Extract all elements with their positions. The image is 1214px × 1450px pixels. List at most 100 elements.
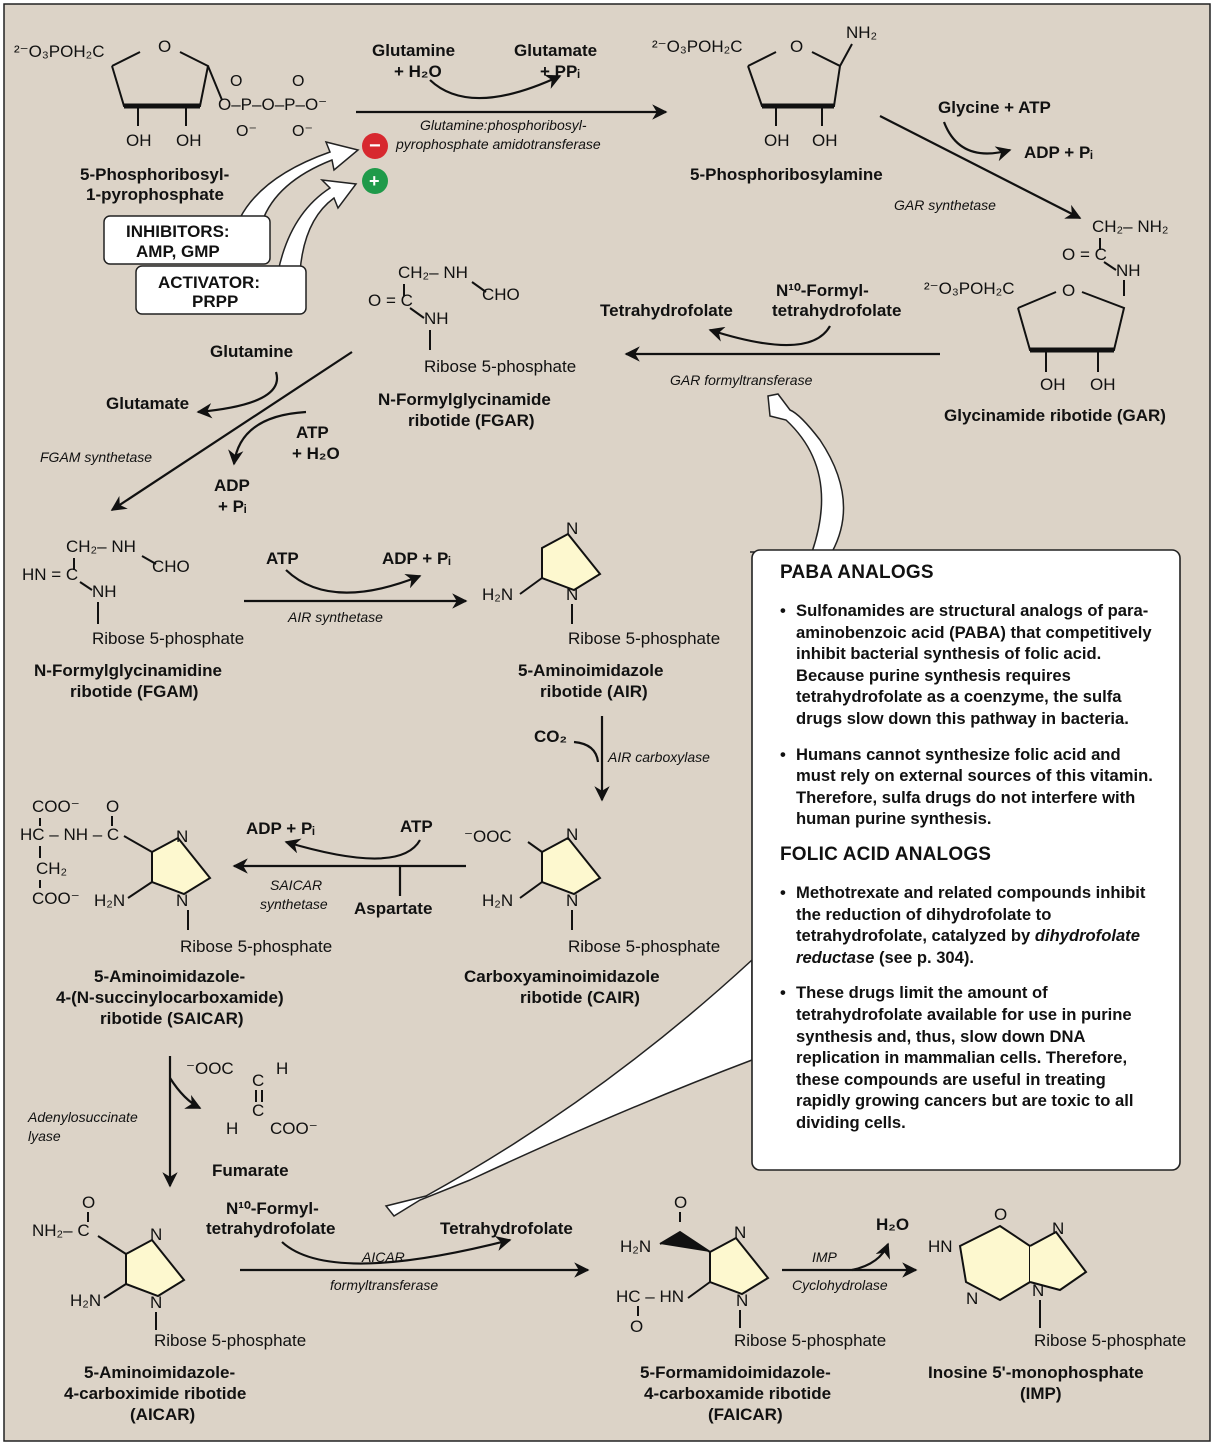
svg-text:formyltransferase: formyltransferase	[330, 1277, 438, 1293]
svg-text:N: N	[176, 891, 188, 910]
svg-text:1-pyrophosphate: 1-pyrophosphate	[86, 185, 224, 204]
svg-text:COO⁻: COO⁻	[32, 797, 80, 816]
svg-text:O⁻: O⁻	[236, 123, 257, 140]
svg-text:ribotide (AIR): ribotide (AIR)	[540, 682, 648, 701]
svg-text:N: N	[1052, 1219, 1064, 1238]
svg-text:H₂N: H₂N	[620, 1237, 651, 1256]
svg-text:Glycinamide ribotide (GAR): Glycinamide ribotide (GAR)	[944, 406, 1166, 425]
svg-text:N: N	[566, 585, 578, 604]
step7-reaction: ATP Aspartate ADP + Pᵢ SAICAR synthetase	[232, 817, 466, 918]
svg-text:5-Aminoimidazole: 5-Aminoimidazole	[518, 661, 663, 680]
svg-text:Tetrahydrofolate: Tetrahydrofolate	[600, 301, 733, 320]
svg-text:GAR formyltransferase: GAR formyltransferase	[670, 372, 813, 388]
svg-text:N: N	[734, 1223, 746, 1242]
step10-reaction: H₂O IMP Cyclohydrolase	[782, 1215, 918, 1293]
svg-text:OH: OH	[176, 131, 202, 150]
svg-text:O = C: O = C	[368, 291, 413, 310]
regulation: − + INHIBITORS: AMP, GMP ACTIVATOR: PRPP	[103, 133, 388, 315]
svg-text:Fumarate: Fumarate	[212, 1161, 289, 1180]
svg-text:H₂N: H₂N	[482, 891, 513, 910]
activator-box	[135, 265, 307, 315]
svg-text:Glutamine: Glutamine	[372, 41, 455, 60]
svg-text:O: O	[674, 1193, 687, 1212]
svg-text:CHO: CHO	[152, 557, 190, 576]
svg-text:INHIBITORS:: INHIBITORS:	[126, 222, 230, 241]
svg-text:OH: OH	[1040, 375, 1066, 394]
svg-text:ribotide (CAIR): ribotide (CAIR)	[520, 988, 640, 1007]
svg-text:ATP: ATP	[266, 549, 299, 568]
svg-text:Ribose 5-phosphate: Ribose 5-phosphate	[734, 1331, 886, 1350]
svg-text:O: O	[292, 73, 304, 90]
folic-title: FOLIC ACID ANALOGS	[780, 843, 992, 865]
svg-text:Ribose 5-phosphate: Ribose 5-phosphate	[92, 629, 244, 648]
svg-text:5-Aminoimidazole-: 5-Aminoimidazole-	[84, 1363, 235, 1382]
svg-text:O = C: O = C	[1062, 245, 1107, 264]
svg-text:+ Pᵢ: + Pᵢ	[218, 497, 246, 516]
svg-text:5-Phosphoribosylamine: 5-Phosphoribosylamine	[690, 165, 883, 184]
step6-reaction: CO₂ AIR carboxylase	[534, 716, 710, 802]
svg-text:ADP: ADP	[214, 476, 250, 495]
svg-text:Ribose 5-phosphate: Ribose 5-phosphate	[154, 1331, 306, 1350]
svg-text:ADP + Pᵢ: ADP + Pᵢ	[246, 819, 315, 838]
paba-item-2: Humans cannot synthesize folic acid and …	[780, 744, 1156, 830]
svg-text:²⁻O₃POH₂C: ²⁻O₃POH₂C	[14, 42, 105, 61]
svg-text:O: O	[82, 1193, 95, 1212]
svg-text:CO₂: CO₂	[534, 727, 567, 746]
svg-text:tetrahydrofolate: tetrahydrofolate	[772, 301, 901, 320]
svg-text:O⁻: O⁻	[292, 123, 313, 140]
fgam-structure: CH₂– NH CHO HN = C NH Ribose 5-phosphate…	[22, 537, 244, 701]
svg-text:(AICAR): (AICAR)	[130, 1405, 195, 1424]
svg-text:ATP: ATP	[296, 423, 329, 442]
inhibit-icon	[362, 133, 388, 159]
enzyme-name: dihydrofolate reductase	[796, 926, 1140, 967]
fgar-structure: CH₂– NH CHO O = C NH Ribose 5-phosphate …	[368, 263, 576, 430]
svg-text:O: O	[158, 37, 171, 56]
svg-text:Ribose 5-phosphate: Ribose 5-phosphate	[424, 357, 576, 376]
svg-text:O: O	[790, 37, 803, 56]
svg-text:C: C	[252, 1071, 264, 1090]
svg-text:N: N	[966, 1289, 978, 1308]
step9-reaction: N¹⁰-Formyl- tetrahydrofolate Tetrahydrof…	[206, 1199, 590, 1293]
svg-text:Glutamate: Glutamate	[106, 394, 189, 413]
inhibitors-box	[103, 215, 271, 265]
svg-text:4-(N-succinylocarboxamide): 4-(N-succinylocarboxamide)	[56, 988, 284, 1007]
svg-text:NH: NH	[424, 309, 449, 328]
svg-text:N: N	[150, 1293, 162, 1312]
svg-text:ADP + Pᵢ: ADP + Pᵢ	[382, 549, 451, 568]
paba-item-1: Sulfonamides are structural analogs of p…	[780, 600, 1156, 730]
svg-text:FGAM synthetase: FGAM synthetase	[40, 449, 152, 465]
svg-text:OH: OH	[812, 131, 838, 150]
svg-text:+ H₂O: + H₂O	[292, 444, 340, 463]
svg-text:ribotide (FGAR): ribotide (FGAR)	[408, 411, 535, 430]
svg-text:5-Aminoimidazole-: 5-Aminoimidazole-	[94, 967, 245, 986]
svg-text:H₂N: H₂N	[94, 891, 125, 910]
svg-text:Glycine + ATP: Glycine + ATP	[938, 98, 1051, 117]
step2-reaction: Glycine + ATP ADP + Pᵢ GAR synthetase	[879, 98, 1093, 219]
svg-text:Ribose 5-phosphate: Ribose 5-phosphate	[180, 937, 332, 956]
svg-text:NH: NH	[92, 582, 117, 601]
svg-text:ribotide (SAICAR): ribotide (SAICAR)	[100, 1009, 244, 1028]
svg-text:PRPP: PRPP	[192, 292, 238, 311]
svg-text:pyrophosphate amidotransferase: pyrophosphate amidotransferase	[395, 136, 601, 152]
svg-text:NH₂: NH₂	[846, 23, 877, 42]
svg-text:N: N	[1032, 1281, 1044, 1300]
svg-text:IMP: IMP	[812, 1249, 838, 1265]
imp-structure: O HN N N N Ribose 5-phosphate Inosine 5'…	[928, 1205, 1186, 1403]
svg-text:O: O	[994, 1205, 1007, 1224]
svg-text:−: −	[369, 135, 381, 157]
svg-text:N: N	[566, 891, 578, 910]
svg-text:C: C	[252, 1101, 264, 1120]
svg-text:²⁻O₃POH₂C: ²⁻O₃POH₂C	[924, 279, 1015, 298]
svg-text:ACTIVATOR:: ACTIVATOR:	[158, 273, 260, 292]
svg-text:H₂O: H₂O	[876, 1215, 909, 1234]
svg-text:CH₂– NH₂: CH₂– NH₂	[1092, 217, 1168, 236]
svg-text:Glutamate: Glutamate	[514, 41, 597, 60]
svg-text:CHO: CHO	[482, 285, 520, 304]
svg-text:N¹⁰-Formyl-: N¹⁰-Formyl-	[776, 281, 869, 300]
svg-text:O: O	[1062, 281, 1075, 300]
svg-text:Tetrahydrofolate: Tetrahydrofolate	[440, 1219, 573, 1238]
svg-text:CH₂: CH₂	[36, 859, 67, 878]
svg-text:+ H₂O: + H₂O	[394, 62, 442, 81]
svg-text:N-Formylglycinamide: N-Formylglycinamide	[378, 390, 551, 409]
